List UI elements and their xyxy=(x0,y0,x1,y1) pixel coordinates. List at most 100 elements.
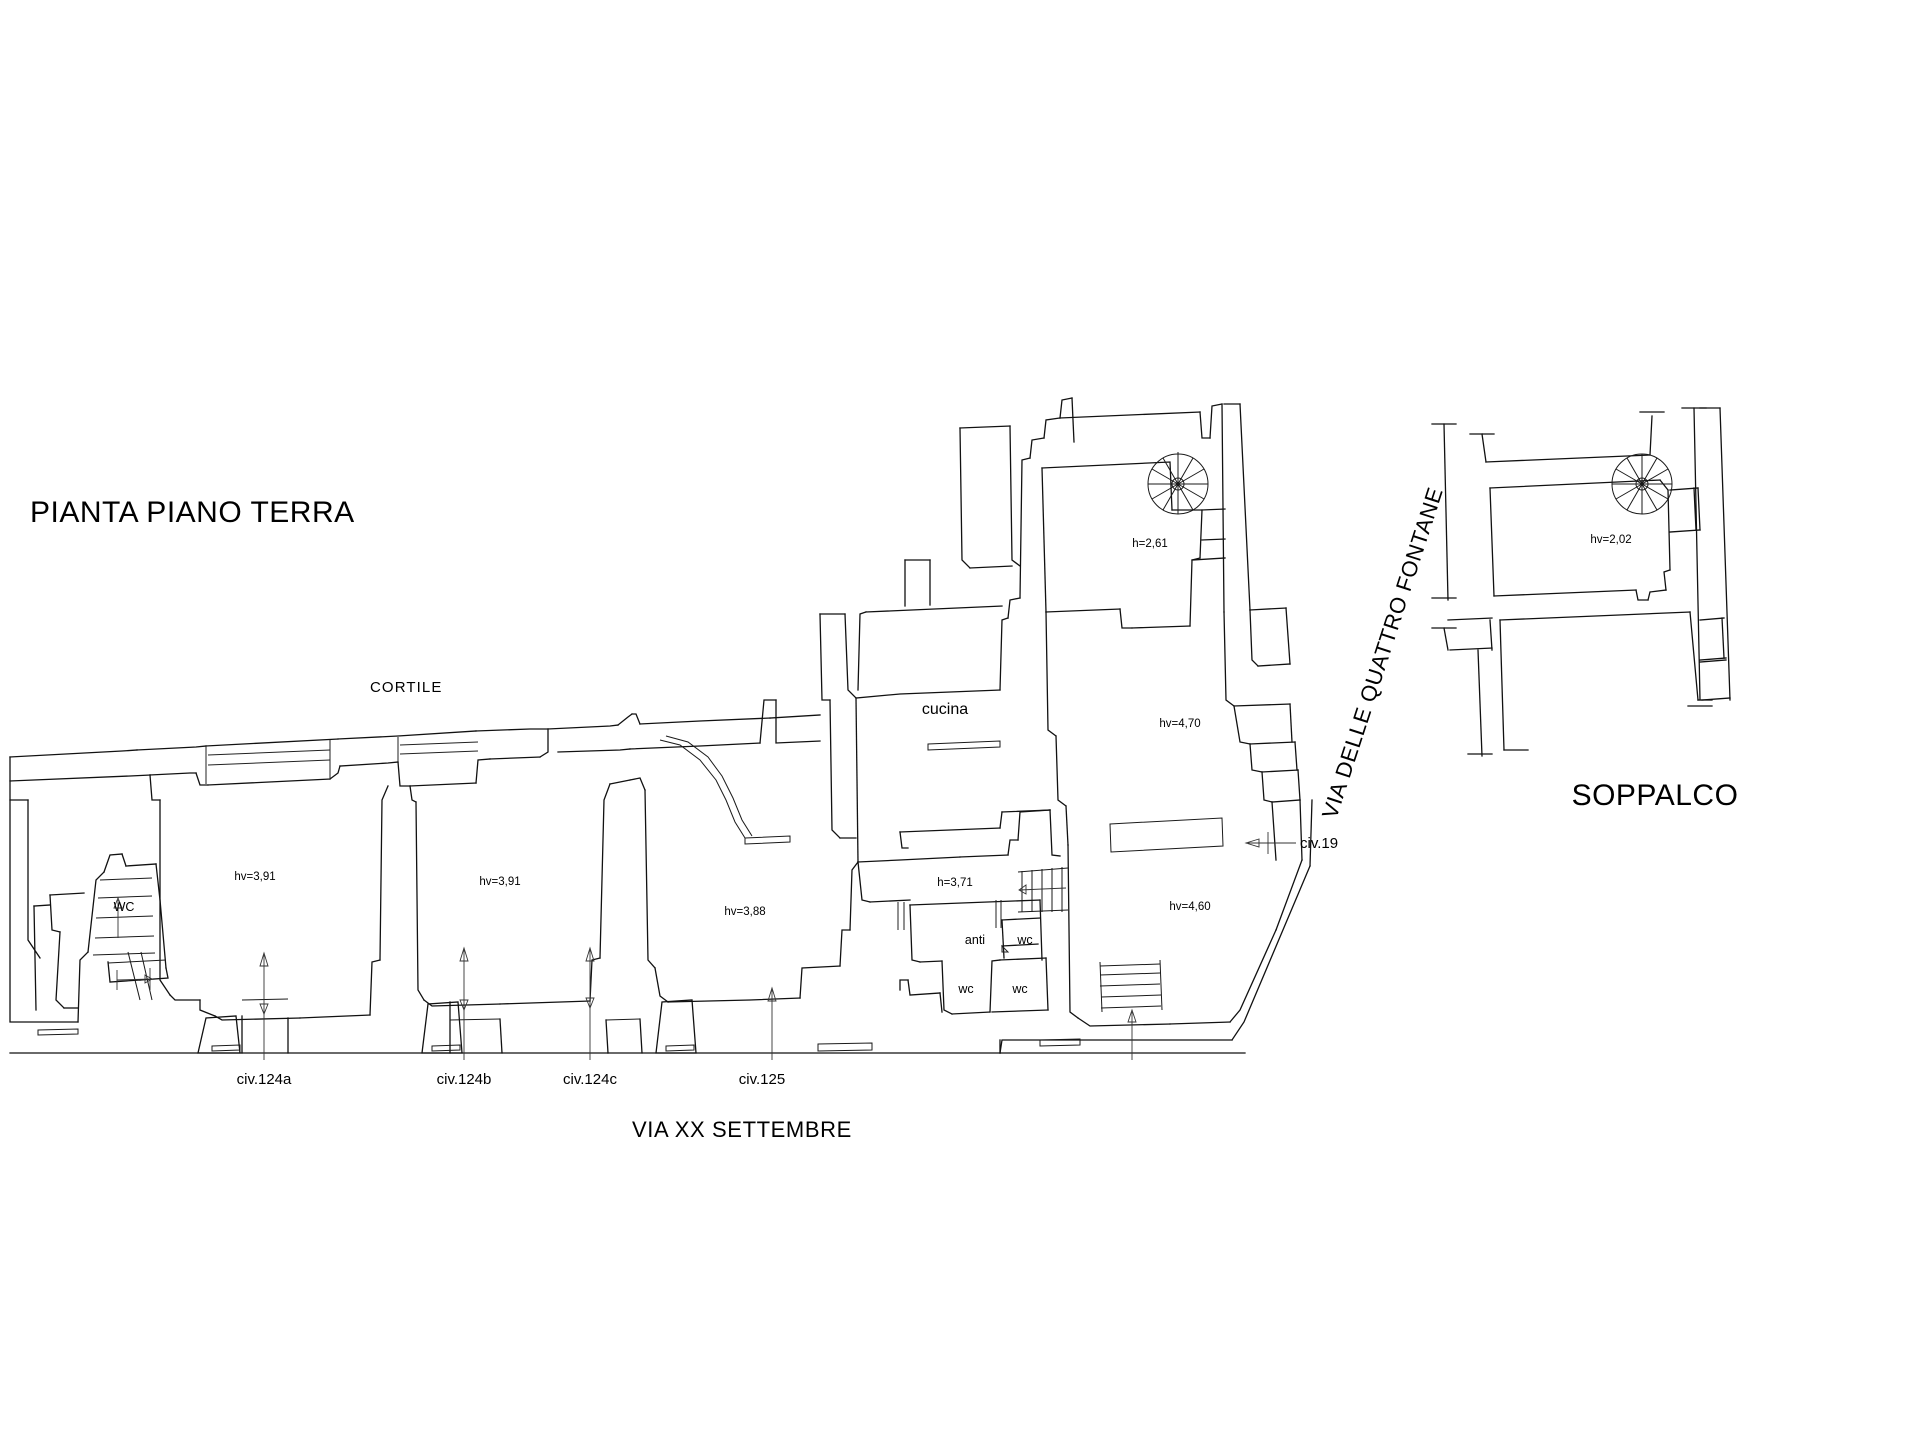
label-room-right-1: hv=4,70 xyxy=(1159,718,1200,730)
rs-right xyxy=(1159,959,1163,1011)
kitchen-counter-1 xyxy=(927,740,1001,751)
wall-facade-v2 xyxy=(1294,741,1298,771)
wall-lh-inner-w xyxy=(49,894,61,933)
label-civ-125: civ.125 xyxy=(739,1071,785,1088)
sp-lower-open-s xyxy=(1699,657,1727,661)
wall-lr-e-diag xyxy=(1275,859,1303,931)
sp-lower-wedge-s xyxy=(1449,647,1493,651)
civ124b-arrow-head xyxy=(459,946,469,962)
wall-kitchen-n xyxy=(855,689,1001,699)
spiral-r6 xyxy=(1151,483,1179,500)
stair-e1 xyxy=(127,951,141,1001)
wall-courtyard-n7 xyxy=(769,714,821,719)
sp-strip-e xyxy=(1697,487,1701,531)
sp-lower-open-e xyxy=(1721,617,1725,659)
wall-rb-n-step2 xyxy=(1209,403,1223,439)
wall-u1-s3 xyxy=(299,1014,371,1019)
callout-civ-124a: civ.124a xyxy=(237,951,292,1088)
wall-u1-a xyxy=(149,774,161,801)
wall-lr-s2 xyxy=(1169,1021,1231,1025)
page-title: PIANTA PIANO TERRA xyxy=(30,496,355,529)
opening-a2-top xyxy=(241,998,289,1001)
callout-civ-124b: civ.124b xyxy=(437,946,491,1088)
wall-u1-s1 xyxy=(199,999,216,1017)
sp-sr12 xyxy=(1641,468,1669,485)
wall-lr-s1 xyxy=(1077,1017,1171,1027)
wall-kitchen-s1 xyxy=(857,856,961,863)
wall-courtyard-inner3 xyxy=(339,761,399,767)
wall-u2-west xyxy=(415,801,425,1001)
sp-lower-open2-n xyxy=(1699,659,1727,663)
wall-uroom-s2 xyxy=(1119,608,1133,629)
wall-courtyard-n2 xyxy=(205,738,339,747)
soppalco-title: SOPPALCO xyxy=(1572,779,1739,812)
wall-wc-upper-s xyxy=(1001,943,1039,947)
sp-sr3 xyxy=(1641,483,1658,511)
stair-wc-left xyxy=(92,877,156,956)
wall-u3-east xyxy=(849,861,859,931)
opening-c-edge xyxy=(605,1019,609,1054)
threshold-4 xyxy=(665,1044,695,1052)
sp-room-s1 xyxy=(1493,589,1637,597)
sp-wall-n-outer xyxy=(1485,454,1651,463)
wall-anti-e xyxy=(1039,899,1043,961)
label-wc-anti-lower: wc xyxy=(957,982,973,996)
wall-lh-n xyxy=(125,863,157,867)
wall-courtyard-n1 xyxy=(136,745,207,751)
rs-5 xyxy=(1099,963,1161,967)
wall-facade-top4 xyxy=(1257,663,1291,667)
wall-mr-e4 xyxy=(1261,771,1273,803)
wall-lh-outer-n xyxy=(33,904,51,907)
wall-wc-upper-n xyxy=(1001,917,1041,921)
sp-dim-v4 xyxy=(1693,407,1701,701)
wall-kitchen-ne2 xyxy=(1007,597,1021,619)
label-room-kitchen: cucina xyxy=(922,701,968,718)
wall-center-n2 xyxy=(844,613,857,699)
wall-corr-stub-c xyxy=(999,811,1003,829)
wall-courtyard-n5 xyxy=(547,724,619,730)
wall-courtyard-n4 xyxy=(475,728,549,732)
wall-courtyard-n6 xyxy=(639,717,771,725)
wall-facade-top2 xyxy=(1239,403,1251,611)
stair-left-entry xyxy=(107,896,167,1001)
stair-corridor xyxy=(1017,867,1069,913)
sp-sr6 xyxy=(1615,483,1643,500)
opening-b-edge2 xyxy=(499,1018,503,1054)
furniture-shelf-470 xyxy=(1109,817,1224,853)
wall-facade-v3 xyxy=(1297,769,1301,801)
rs-2 xyxy=(1099,983,1161,987)
wall-uroom-s3 xyxy=(1131,625,1191,629)
wall-lh-se xyxy=(139,967,169,981)
cs-top xyxy=(1017,867,1069,873)
wall-rb-w2 xyxy=(1029,437,1045,459)
cs-bot xyxy=(1017,909,1069,913)
wall-u3-n xyxy=(629,777,646,791)
wall-lh-nw2 xyxy=(121,853,127,867)
wall-facade-v4 xyxy=(1299,799,1303,861)
door-leaf-2 xyxy=(207,759,331,766)
wall-lh-outer-v xyxy=(33,905,37,1011)
tread-3 xyxy=(95,915,154,919)
label-wc-anti-upper: wc xyxy=(1016,933,1032,947)
wall-u3-s1 xyxy=(667,997,801,1003)
wall-lh-e xyxy=(155,863,167,969)
wall-jamb-e xyxy=(539,728,549,758)
threshold-5 xyxy=(817,1042,873,1052)
wall-facade-step4 xyxy=(1271,799,1301,803)
rs-3 xyxy=(1100,994,1162,998)
wall-u3-west xyxy=(644,789,656,969)
threshold-6 xyxy=(1039,1038,1081,1047)
wall-north-far-left xyxy=(9,749,138,758)
wall-rb-w1 xyxy=(1019,457,1031,599)
wall-courtyard-inner5 xyxy=(489,756,541,760)
sp-dim-v1 xyxy=(1443,423,1449,601)
wall-u2-s2 xyxy=(499,1000,591,1005)
wall-u1-west xyxy=(159,799,171,996)
wall-uroom-e1 xyxy=(1189,557,1201,627)
wall-kitchen-se xyxy=(1007,839,1019,856)
civ19-arrow-head xyxy=(1244,838,1260,848)
wall-rb-nw3 xyxy=(1071,397,1075,443)
wall-west-edge xyxy=(9,756,29,801)
wall-wc2-n xyxy=(999,957,1047,961)
wall-kitchen-nw xyxy=(857,611,867,691)
